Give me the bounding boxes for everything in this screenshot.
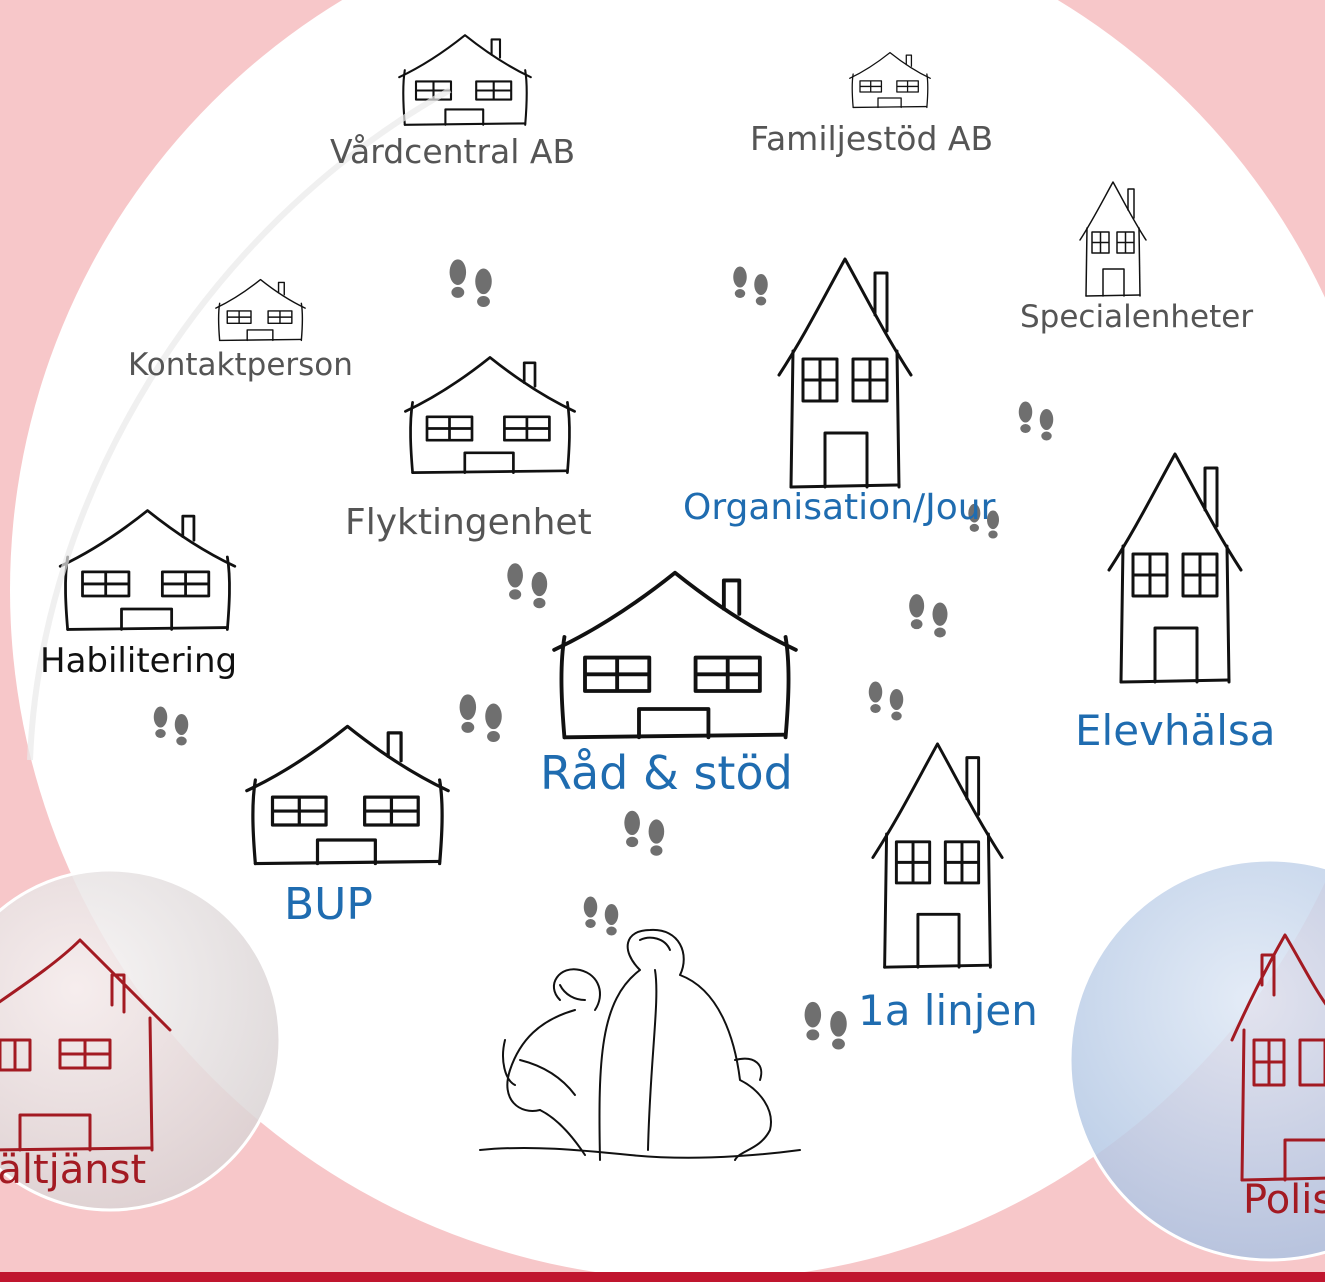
seated-people-sketch bbox=[479, 928, 801, 1161]
label-flyktingenhet: Flyktingenhet bbox=[345, 502, 592, 543]
label-faltjanst: Fältjänst bbox=[0, 1147, 147, 1193]
bottom-accent-bar bbox=[0, 1272, 1325, 1282]
label-specialenheter: Specialenheter bbox=[1020, 299, 1254, 335]
main-circle bbox=[10, 0, 1325, 1280]
label-vardcentral: Vårdcentral AB bbox=[330, 132, 576, 171]
house-faltjanst-icon bbox=[0, 938, 172, 1152]
label-polis: Polis bbox=[1243, 1177, 1325, 1223]
label-organisation: Organisation/Jour bbox=[683, 487, 996, 528]
label-bup: BUP bbox=[284, 879, 373, 930]
label-kontaktperson: Kontaktperson bbox=[128, 347, 353, 383]
left-circle bbox=[0, 868, 282, 1212]
label-rad-stod: Råd & stöd bbox=[540, 746, 793, 800]
label-elevhalsa: Elevhälsa bbox=[1075, 706, 1276, 755]
label-1a-linjen: 1a linjen bbox=[858, 986, 1038, 1035]
label-familjestod: Familjestöd AB bbox=[750, 119, 994, 158]
label-habilitering: Habilitering bbox=[40, 641, 238, 681]
house-polis-icon bbox=[1230, 933, 1325, 1182]
